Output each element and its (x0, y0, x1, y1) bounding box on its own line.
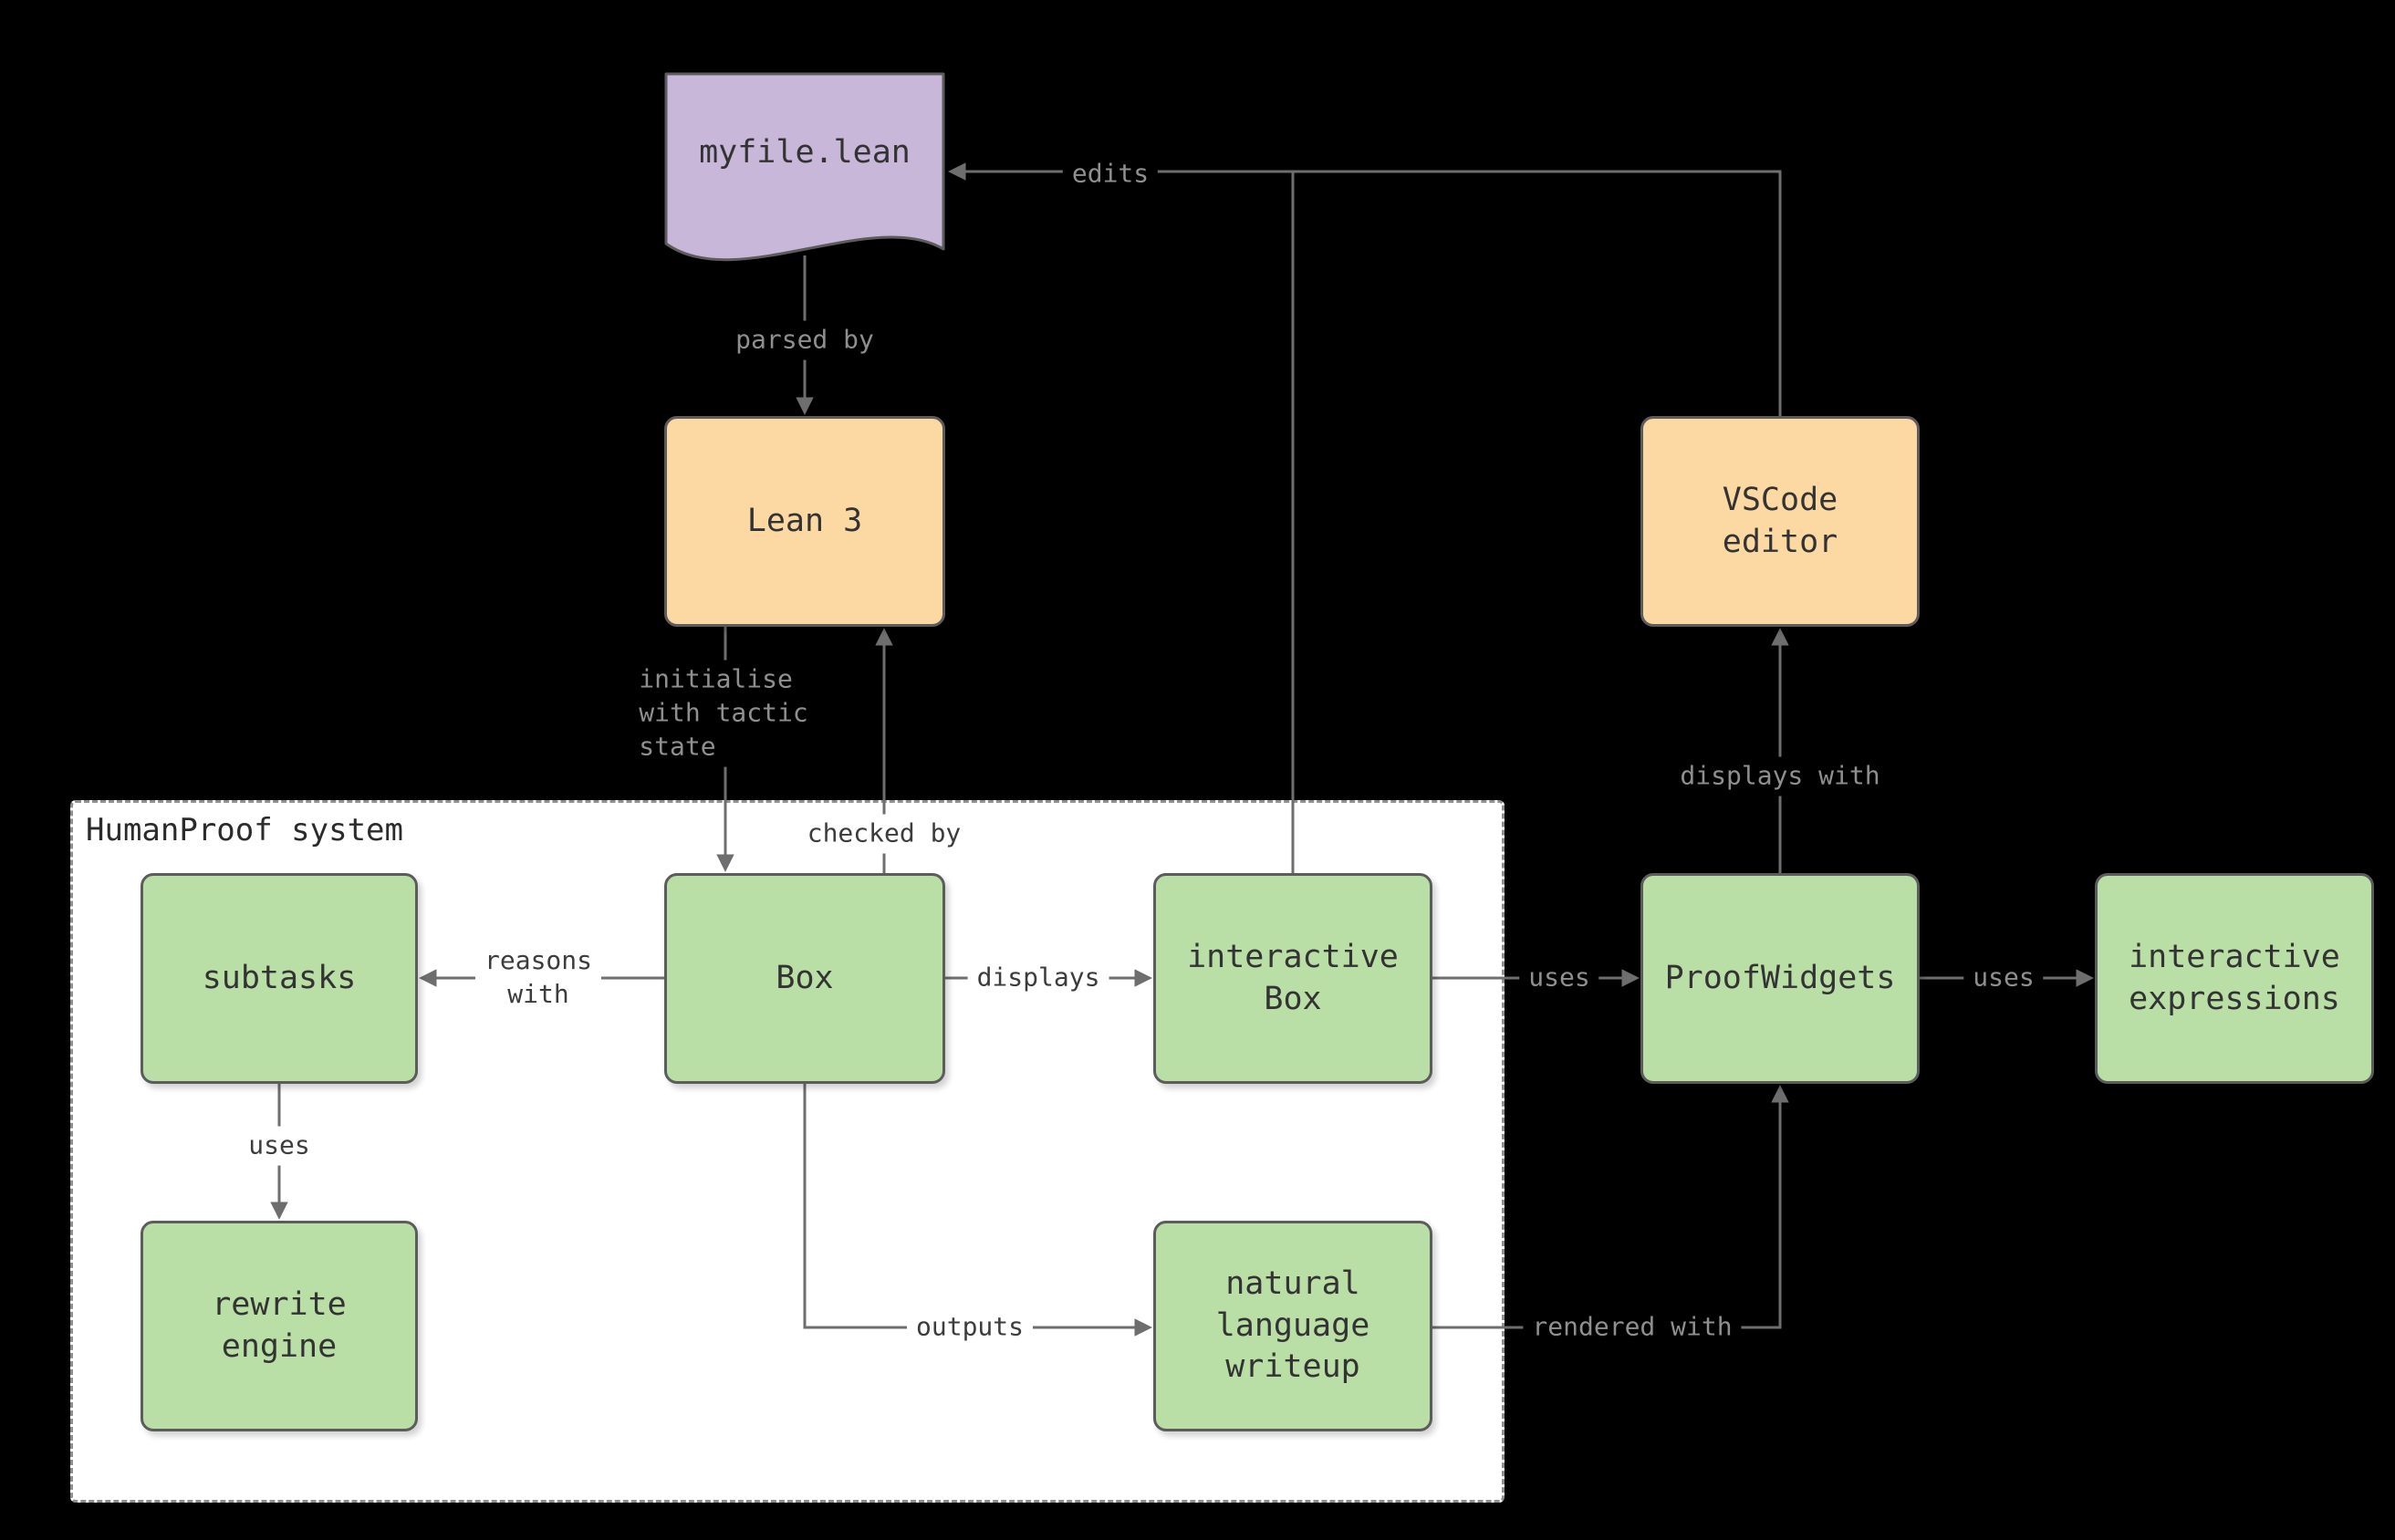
edge-label-parsed-by: parsed by (726, 320, 883, 360)
container-title: HumanProof system (86, 812, 403, 848)
node-natural-language-writeup: natural language writeup (1153, 1221, 1432, 1431)
edge-label-rendered-with: rendered with (1523, 1307, 1742, 1348)
node-interactive-expressions: interactive expressions (2095, 873, 2374, 1084)
node-rewrite-engine: rewrite engine (141, 1221, 418, 1431)
edge-label-displays-with: displays with (1671, 756, 1890, 796)
node-myfile-lean-label: myfile.lean (699, 134, 911, 171)
node-myfile-lean: myfile.lean (662, 70, 947, 284)
node-box: Box (664, 873, 945, 1084)
edge-label-initialise: initialise with tactic state (630, 660, 817, 767)
edge-label-reasons-with: reasons with (474, 942, 602, 1015)
edge-label-displays: displays (967, 958, 1109, 998)
edge-label-uses-proofwidgets: uses (1519, 958, 1599, 998)
edge-label-checked-by: checked by (797, 814, 971, 854)
node-subtasks: subtasks (141, 873, 418, 1084)
edge-edits (948, 162, 1782, 420)
edge-outputs (803, 1082, 1152, 1337)
edge-label-outputs: outputs (906, 1307, 1034, 1348)
node-proofwidgets: ProofWidgets (1640, 873, 1920, 1084)
node-lean3: Lean 3 (664, 416, 945, 627)
node-interactive-box: interactive Box (1153, 873, 1432, 1084)
node-vscode-editor: VSCode editor (1640, 416, 1920, 627)
edge-label-uses-expressions: uses (1963, 958, 2044, 998)
document-shape-icon (664, 72, 945, 262)
edge-label-uses-rewrite: uses (239, 1126, 319, 1166)
edge-label-edits: edits (1062, 154, 1159, 194)
edge-rendered-with (1431, 1085, 1789, 1329)
